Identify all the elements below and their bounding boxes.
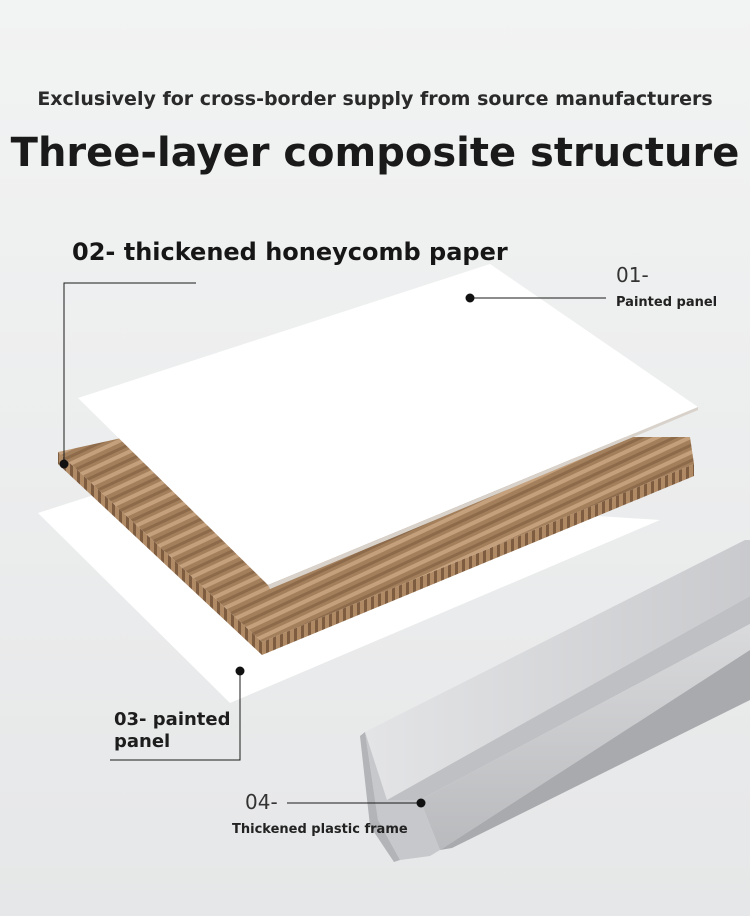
- leader-line-03: [110, 672, 241, 761]
- page-title: Three-layer composite structure: [10, 130, 740, 176]
- callout-label-04: Thickened plastic frame: [232, 822, 408, 837]
- leader-line-02: [63, 282, 196, 463]
- marker-dot-01: [465, 293, 475, 303]
- callout-number-01: 01-: [616, 263, 649, 287]
- callout-label-01: Painted panel: [616, 295, 718, 310]
- top-painted-panel: [78, 264, 698, 585]
- page-subtitle: Exclusively for cross-border supply from…: [37, 88, 713, 110]
- marker-dot-04: [416, 798, 426, 808]
- callout-label-03: 03- painted panel: [114, 709, 231, 752]
- plastic-u-frame: [360, 540, 750, 862]
- honeycomb-edge: [58, 452, 694, 655]
- marker-dot-02: [59, 459, 69, 469]
- marker-dot-03: [235, 666, 245, 676]
- callout-label-02: 02- thickened honeycomb paper: [72, 238, 508, 266]
- callout-number-04: 04-: [245, 790, 278, 814]
- top-panel-shadow: [268, 407, 698, 589]
